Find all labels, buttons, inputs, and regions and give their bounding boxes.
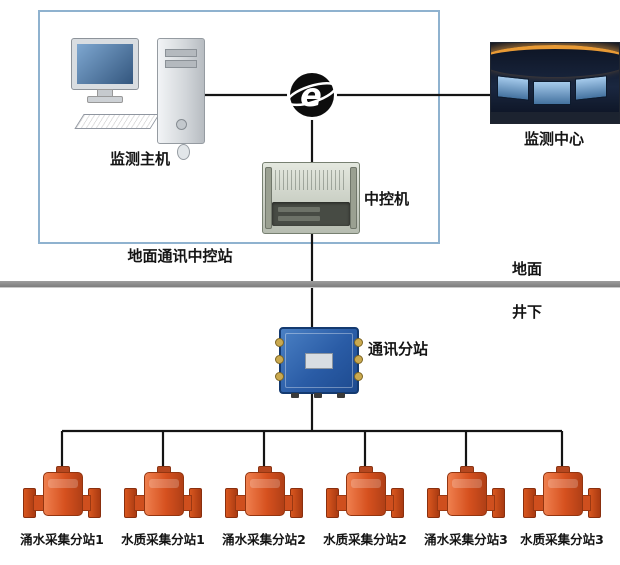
monitor-screen	[77, 44, 133, 84]
device-highlight	[351, 479, 381, 488]
device-label: 水质采集分站2	[323, 532, 407, 547]
rack-handle	[265, 167, 272, 229]
device-body	[346, 472, 386, 516]
device-body	[144, 472, 184, 516]
substation-foot	[314, 393, 322, 398]
substation-nameplate	[305, 352, 333, 369]
server-drive-slot	[278, 216, 320, 221]
substation-label: 通讯分站	[368, 340, 429, 358]
keyboard-icon	[74, 114, 160, 129]
device-water-quality-1	[118, 466, 208, 528]
host-computer-image	[65, 32, 215, 160]
wall-screen	[497, 75, 529, 101]
device-label: 水质采集分站1	[121, 532, 205, 547]
device-label: 涌水采集分站3	[424, 532, 508, 547]
comm-substation-image	[275, 327, 363, 398]
device-water-inflow-3	[421, 466, 511, 528]
mouse-icon	[177, 144, 190, 160]
cable-gland-icon	[275, 355, 284, 364]
ceiling-light-glow	[491, 45, 619, 77]
wall-screen	[575, 75, 607, 101]
device-highlight	[452, 479, 482, 488]
device-body	[43, 472, 83, 516]
device-water-quality-2	[320, 466, 410, 528]
device-body	[447, 472, 487, 516]
device-label: 涌水采集分站1	[20, 532, 104, 547]
drive-bay	[165, 49, 197, 57]
central-controller-image	[262, 162, 360, 234]
internet-e-icon: e	[286, 69, 338, 121]
cable-gland-icon	[275, 338, 284, 347]
power-button-icon	[176, 119, 187, 130]
console-desk	[491, 112, 619, 123]
cable-gland-icon	[275, 372, 284, 381]
cable-gland-icon	[354, 355, 363, 364]
substation-foot	[337, 393, 345, 398]
internet-e-glyph: e	[300, 76, 322, 114]
server-vent-grille	[275, 170, 347, 190]
controller-label: 中控机	[364, 190, 410, 208]
substation-foot	[291, 393, 299, 398]
drive-bay	[165, 60, 197, 68]
server-front-panel	[272, 202, 350, 226]
pc-tower-icon	[157, 38, 205, 144]
rack-handle	[350, 167, 357, 229]
wall-screen	[533, 81, 571, 105]
monitoring-center-image	[490, 42, 620, 124]
substation-inner-frame	[285, 333, 353, 388]
device-body	[543, 472, 583, 516]
device-label: 水质采集分站3	[520, 532, 604, 547]
device-label: 涌水采集分站2	[222, 532, 306, 547]
monitor-icon	[71, 38, 139, 90]
cable-gland-icon	[354, 338, 363, 347]
device-highlight	[149, 479, 179, 488]
surface-divider	[0, 281, 620, 287]
center-label: 监测中心	[523, 130, 584, 148]
device-highlight	[250, 479, 280, 488]
device-highlight	[48, 479, 78, 488]
cable-gland-icon	[354, 372, 363, 381]
surface-label: 地面	[512, 260, 543, 278]
server-drive-slot	[278, 207, 320, 212]
device-water-inflow-1	[17, 466, 107, 528]
device-body	[245, 472, 285, 516]
device-highlight	[548, 479, 578, 488]
device-water-inflow-2	[219, 466, 309, 528]
host-label: 监测主机	[109, 150, 170, 168]
monitor-base	[87, 96, 123, 103]
ground-station-label: 地面通讯中控站	[127, 247, 233, 265]
underground-label: 井下	[512, 303, 543, 321]
ground-station-box	[38, 10, 440, 244]
device-water-quality-3	[517, 466, 607, 528]
